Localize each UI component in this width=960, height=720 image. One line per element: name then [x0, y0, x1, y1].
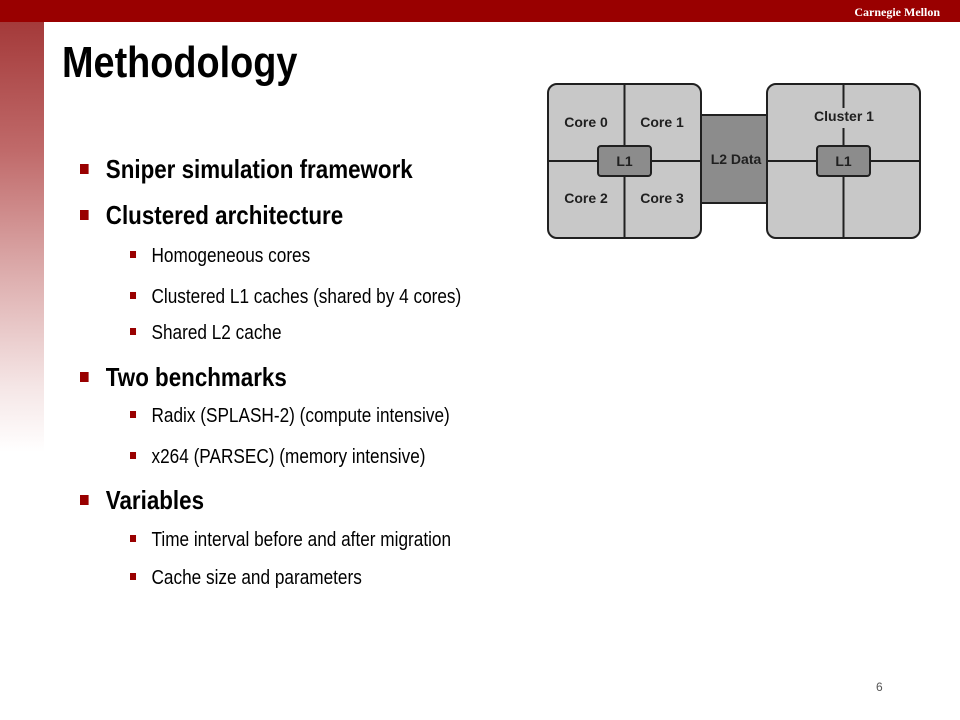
- bullet-text: Sniper simulation framework: [105, 154, 413, 184]
- sub-bullet-text: Homogeneous cores: [151, 245, 311, 267]
- sub-bullet-item: Homogeneous cores: [130, 244, 310, 268]
- core-0-label: Core 0: [564, 114, 608, 130]
- left-decorative-strip: [0, 22, 44, 452]
- bullet-text: Two benchmarks: [105, 362, 287, 392]
- sub-bullet-text: Clustered L1 caches (shared by 4 cores): [151, 286, 462, 308]
- cluster-1: Cluster 1 L1: [766, 83, 921, 239]
- sub-bullet-text: Time interval before and after migration: [151, 529, 452, 551]
- cluster-1-l1-cache: [816, 145, 871, 177]
- sub-bullet-square-icon: [130, 573, 137, 581]
- sub-bullet-square-icon: [130, 292, 137, 300]
- bullet-item: Clustered architecture: [80, 200, 343, 230]
- sub-bullet-item: Radix (SPLASH-2) (compute intensive): [130, 404, 450, 428]
- cluster-0-l1-cache: [597, 145, 652, 177]
- bullet-text: Variables: [105, 485, 205, 515]
- cluster-1-l1-label: L1: [835, 153, 852, 169]
- cluster-0: Core 0 Core 1 Core 2 Core 3 L1: [547, 83, 702, 239]
- bullet-item: Two benchmarks: [80, 362, 287, 392]
- sub-bullet-item: Cache size and parameters: [130, 566, 362, 590]
- bullet-square-icon: [80, 372, 89, 383]
- sub-bullet-square-icon: [130, 411, 137, 419]
- brand-logo-text: Carnegie Mellon: [854, 5, 940, 19]
- sub-bullet-item: Time interval before and after migration: [130, 528, 451, 552]
- sub-bullet-text: x264 (PARSEC) (memory intensive): [151, 446, 426, 468]
- core-1-label: Core 1: [640, 114, 684, 130]
- sub-bullet-item: Shared L2 cache: [130, 321, 282, 345]
- bullet-item: Variables: [80, 485, 204, 515]
- sub-bullet-square-icon: [130, 328, 137, 336]
- bullet-square-icon: [80, 495, 89, 506]
- core-2-label: Core 2: [564, 190, 608, 206]
- page-number: 6: [876, 680, 883, 694]
- cluster-1-label: Cluster 1: [814, 108, 874, 124]
- core-3-label: Core 3: [640, 190, 684, 206]
- slide-title: Methodology: [62, 38, 298, 87]
- sub-bullet-text: Radix (SPLASH-2) (compute intensive): [151, 405, 450, 427]
- cluster-0-l1-label: L1: [616, 153, 633, 169]
- sub-bullet-item: x264 (PARSEC) (memory intensive): [130, 445, 426, 469]
- l2-data-label: L2 Data: [711, 151, 762, 167]
- bullet-text: Clustered architecture: [105, 200, 344, 230]
- bullet-square-icon: [80, 164, 89, 175]
- bullet-square-icon: [80, 210, 89, 221]
- cluster-1-label-backdrop: [808, 108, 880, 128]
- sub-bullet-item: Clustered L1 caches (shared by 4 cores): [130, 285, 461, 309]
- bullet-item: Sniper simulation framework: [80, 154, 413, 184]
- sub-bullet-square-icon: [130, 452, 137, 460]
- sub-bullet-text: Cache size and parameters: [151, 567, 362, 589]
- sub-bullet-square-icon: [130, 535, 137, 543]
- header-bar: Carnegie Mellon: [0, 0, 960, 22]
- cluster-architecture-diagram: L2 Data Core 0 Core 1 Core 2 Core 3 L1 C…: [547, 83, 921, 239]
- sub-bullet-text: Shared L2 cache: [151, 322, 282, 344]
- sub-bullet-square-icon: [130, 251, 137, 259]
